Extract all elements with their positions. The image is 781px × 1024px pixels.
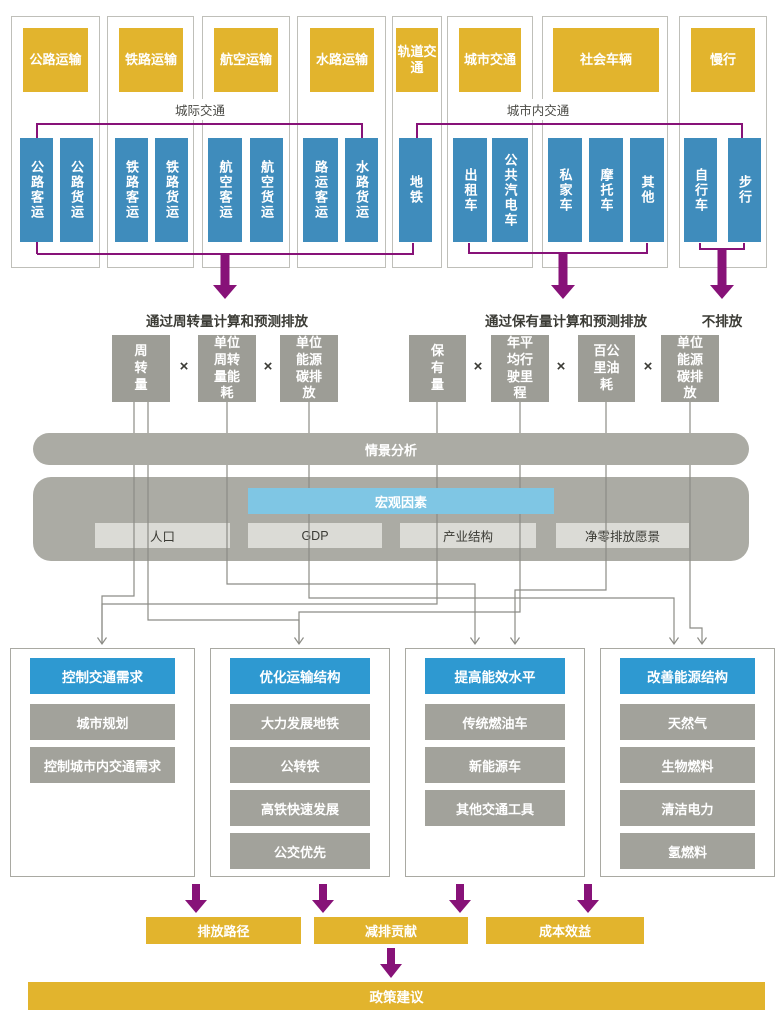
- factor-energy-per-turnover: 单位 周转 量能 耗: [198, 335, 256, 402]
- group-title-slow: 慢行: [691, 28, 755, 92]
- group-title-water: 水路运输: [310, 28, 374, 92]
- group-title-metro: 轨道交通: [396, 28, 438, 92]
- strategy-item: 城市规划: [30, 704, 175, 740]
- strategy-item: 传统燃油车: [425, 704, 565, 740]
- strategy-item: 清洁电力: [620, 790, 755, 826]
- macro-factor-bar: 宏观因素: [248, 488, 554, 514]
- group-title-road: 公路运输: [23, 28, 88, 92]
- mode-rail-freight: 铁路货运: [155, 138, 188, 242]
- ownership-emission-label: 通过保有量计算和预测排放: [485, 314, 647, 329]
- turnover-emission-label: 通过周转量计算和预测排放: [146, 314, 308, 329]
- multiply-operator: ×: [179, 358, 189, 375]
- mode-motorcycle: 摩托车: [589, 138, 623, 242]
- mode-rail-passenger: 铁路客运: [115, 138, 148, 242]
- mode-air-passenger: 航空客运: [208, 138, 242, 242]
- macro-factor-population: 人口: [95, 523, 230, 548]
- output-cost-benefit: 成本效益: [486, 917, 644, 944]
- group-title-urban: 城市交通: [459, 28, 521, 92]
- arrow-to-output-4: [577, 884, 599, 913]
- strategy-item: 高铁快速发展: [230, 790, 370, 826]
- multiply-operator: ×: [473, 358, 483, 375]
- arrow-to-output-2: [312, 884, 334, 913]
- group-title-social: 社会车辆: [553, 28, 659, 92]
- urban-label: 城市内交通: [499, 99, 577, 120]
- scenario-analysis-pill: 情景分析: [33, 433, 749, 465]
- strategy-header-energy: 改善能源结构: [620, 658, 755, 694]
- strategy-header-structure: 优化运输结构: [230, 658, 370, 694]
- strategy-item: 天然气: [620, 704, 755, 740]
- mode-air-freight: 航空货运: [250, 138, 283, 242]
- macro-factor-netzero: 净零排放愿景: [556, 523, 689, 548]
- group-title-rail: 铁路运输: [119, 28, 183, 92]
- mode-water-passenger: 路运客运: [303, 138, 338, 242]
- mode-road-passenger: 公路客运: [20, 138, 53, 242]
- strategy-item: 公转铁: [230, 747, 370, 783]
- factor-ownership: 保 有 量: [409, 335, 466, 402]
- mode-bicycle: 自行车: [684, 138, 717, 242]
- mode-road-freight: 公路货运: [60, 138, 93, 242]
- strategy-item: 控制城市内交通需求: [30, 747, 175, 783]
- strategy-item: 生物燃料: [620, 747, 755, 783]
- strategy-item: 其他交通工具: [425, 790, 565, 826]
- factor-fuel-per-100km: 百公 里油 耗: [578, 335, 635, 402]
- strategy-item: 公交优先: [230, 833, 370, 869]
- policy-recommendation-bar: 政策建议: [28, 982, 765, 1010]
- strategy-item: 大力发展地铁: [230, 704, 370, 740]
- mode-bus: 公共汽电车: [492, 138, 528, 242]
- strategy-header-demand: 控制交通需求: [30, 658, 175, 694]
- mode-subway: 地铁: [399, 138, 432, 242]
- no-emission-label: 不排放: [701, 314, 743, 329]
- multiply-operator: ×: [556, 358, 566, 375]
- mode-walk: 步行: [728, 138, 761, 242]
- mode-other: 其他: [630, 138, 664, 242]
- strategy-item: 新能源车: [425, 747, 565, 783]
- macro-factor-industry: 产业结构: [400, 523, 536, 548]
- factor-carbon-per-energy-right: 单位 能源 碳排 放: [661, 335, 719, 402]
- arrow-to-output-1: [185, 884, 207, 913]
- multiply-operator: ×: [263, 358, 273, 375]
- factor-annual-mileage: 年平 均行 驶里 程: [491, 335, 549, 402]
- strategy-header-efficiency: 提高能效水平: [425, 658, 565, 694]
- output-emission-pathway: 排放路径: [146, 917, 301, 944]
- strategy-item: 氢燃料: [620, 833, 755, 869]
- mode-private-car: 私家车: [548, 138, 582, 242]
- arrow-to-policy: [380, 948, 402, 978]
- mode-water-freight: 水路货运: [345, 138, 378, 242]
- multiply-operator: ×: [643, 358, 653, 375]
- mode-taxi: 出租车: [453, 138, 487, 242]
- intercity-label: 城际交通: [168, 99, 232, 120]
- factor-carbon-per-energy-left: 单位 能源 碳排 放: [280, 335, 338, 402]
- factor-turnover: 周 转 量: [112, 335, 170, 402]
- arrow-to-output-3: [449, 884, 471, 913]
- group-title-air: 航空运输: [214, 28, 278, 92]
- macro-factor-gdp: GDP: [248, 523, 382, 548]
- output-reduction-contribution: 减排贡献: [314, 917, 468, 944]
